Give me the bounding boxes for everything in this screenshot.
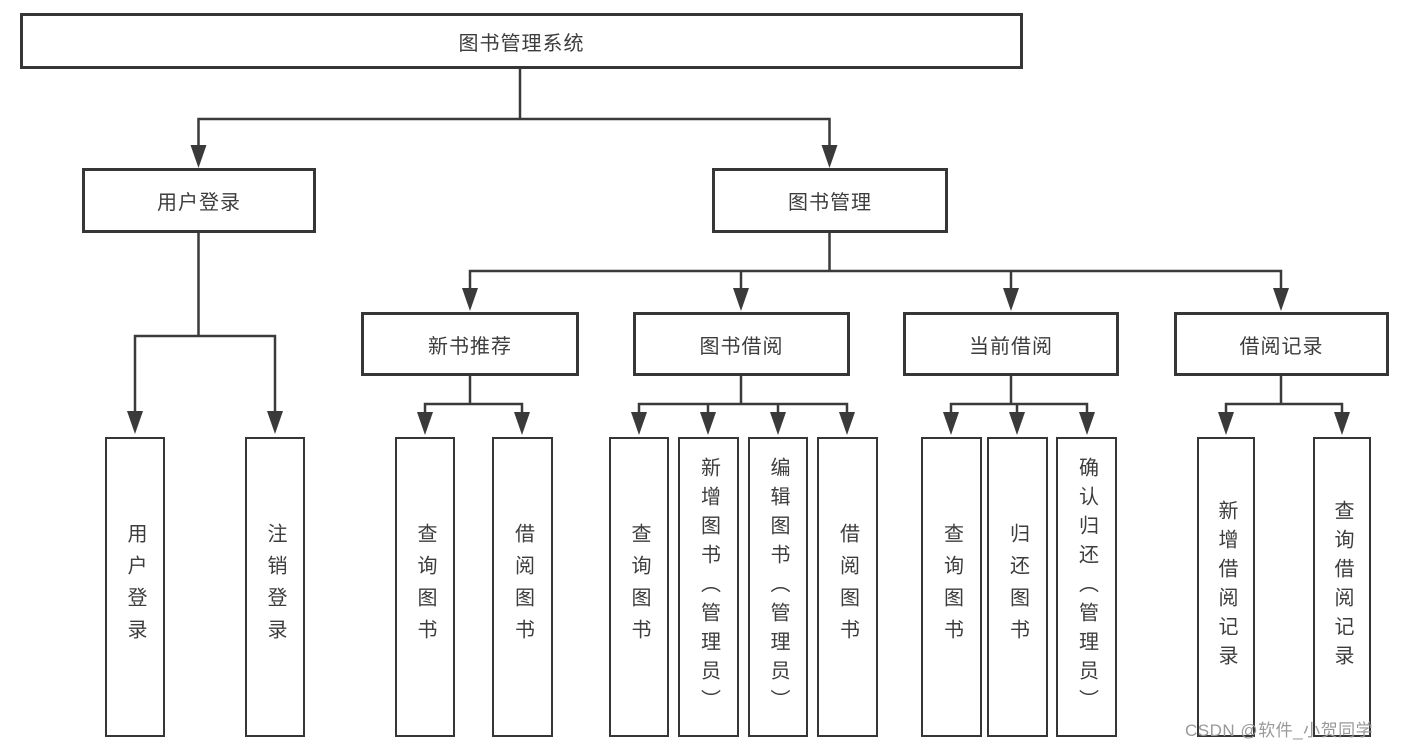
leaf-query-book-3: 查询图书: [921, 437, 982, 737]
arrow-leaf-return-book: [1009, 412, 1025, 435]
node-label: 新增图书（管理员）: [697, 456, 720, 718]
node-book-borrow: 图书借阅: [633, 312, 850, 376]
arrow-leaf-user-login: [127, 411, 143, 434]
edge-currentborrow-split: [949, 402, 1089, 412]
arrow-leaf-query-record: [1334, 412, 1350, 435]
node-label: 当前借阅: [969, 335, 1053, 358]
leaf-borrow-book-1: 借阅图书: [492, 437, 553, 737]
edge-root-split: [197, 117, 831, 146]
arrow-leaf-borrow-2: [839, 412, 855, 435]
node-label: 查询图书: [414, 523, 436, 651]
node-book-management: 图书管理: [712, 168, 948, 233]
node-label: 注销登录: [264, 523, 286, 651]
arrow-new-book: [462, 288, 478, 311]
node-label: 图书管理系统: [458, 32, 585, 55]
node-label: 新书推荐: [428, 335, 512, 358]
leaf-user-login: 用户登录: [105, 437, 165, 737]
arrow-leaf-add-book: [700, 412, 716, 435]
node-label: 借阅记录: [1239, 335, 1324, 358]
arrow-leaf-query-2: [631, 412, 647, 435]
node-label: 借阅图书: [511, 523, 534, 651]
node-label: 图书借阅: [699, 335, 784, 358]
node-label: 确认归还（管理员）: [1075, 456, 1098, 718]
node-new-book-recommend: 新书推荐: [361, 312, 579, 376]
node-label: 借阅图书: [836, 523, 859, 651]
leaf-add-book-admin: 新增图书（管理员）: [678, 437, 739, 737]
node-label: 查询图书: [940, 523, 963, 651]
leaf-logout: 注销登录: [245, 437, 305, 737]
leaf-edit-book-admin: 编辑图书（管理员）: [748, 437, 808, 737]
node-user-login: 用户登录: [82, 168, 316, 233]
node-label: 用户登录: [124, 523, 146, 651]
node-label: 查询借阅记录: [1331, 500, 1353, 674]
node-label: 查询图书: [628, 523, 650, 651]
edge-bookborrow-split: [637, 402, 849, 412]
edge-records-split: [1224, 402, 1344, 412]
edge-bookmgmt-split: [468, 269, 1283, 288]
arrow-leaf-logout: [267, 411, 283, 434]
node-library-management-system: 图书管理系统: [20, 13, 1023, 69]
node-label: 编辑图书（管理员）: [767, 456, 789, 718]
leaf-query-borrow-record: 查询借阅记录: [1313, 437, 1371, 737]
arrow-book-borrow: [733, 288, 749, 311]
arrow-book-management: [821, 145, 838, 168]
node-current-borrow: 当前借阅: [903, 312, 1119, 376]
arrow-leaf-query-1: [417, 412, 433, 435]
node-label: 用户登录: [157, 192, 241, 214]
arrow-leaf-confirm-return: [1079, 412, 1095, 435]
edge-userlogin-split: [133, 334, 277, 411]
leaf-query-book-2: 查询图书: [609, 437, 669, 737]
node-label: 新增借阅记录: [1215, 500, 1237, 674]
arrow-current-borrow: [1003, 288, 1019, 311]
arrow-leaf-edit-book: [770, 412, 786, 435]
arrow-leaf-query-3: [943, 412, 959, 435]
node-label: 归还图书: [1006, 523, 1029, 651]
leaf-confirm-return-admin: 确认归还（管理员）: [1056, 437, 1117, 737]
arrow-leaf-borrow-1: [514, 412, 530, 435]
leaf-return-book: 归还图书: [987, 437, 1048, 737]
leaf-borrow-book-2: 借阅图书: [817, 437, 878, 737]
arrow-user-login: [190, 145, 207, 168]
edge-newbook-split: [423, 402, 524, 412]
csdn-watermark: CSDN @软件_小贺同学: [1185, 721, 1374, 740]
leaf-add-borrow-record: 新增借阅记录: [1197, 437, 1255, 737]
arrow-leaf-add-record: [1218, 412, 1234, 435]
leaf-query-book-1: 查询图书: [395, 437, 455, 737]
node-label: 图书管理: [788, 192, 872, 214]
arrow-borrow-records: [1273, 288, 1289, 311]
node-borrow-records: 借阅记录: [1174, 312, 1389, 376]
